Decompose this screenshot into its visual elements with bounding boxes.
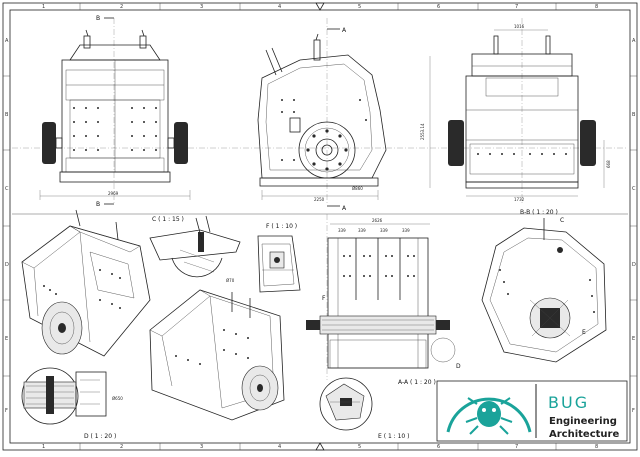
side-width-dim: 2250 [314, 197, 325, 202]
aa-width-dim: 2626 [372, 218, 383, 223]
inner-frame [9, 9, 631, 444]
side-dia-dim: Ø860 [352, 186, 363, 191]
aa-part-dim: 339 [402, 228, 410, 233]
grid-row-label: D [632, 262, 636, 268]
detail-d: Ø650 D ( 1 : 20 ) [21, 367, 123, 440]
front-view: B B 2969 [39, 15, 191, 208]
left-flywheel [42, 122, 56, 164]
grid-col-label: 5 [358, 4, 361, 10]
center-mark-top [315, 2, 325, 11]
grid-row-label: C [632, 186, 636, 192]
logo-line1: Engineering [549, 416, 617, 427]
section-bb: B-B ( 1 : 20 ) C E [481, 209, 607, 363]
grid-col-label: 1 [42, 444, 45, 450]
section-mark-b-bottom: B [96, 201, 100, 208]
section-bb-label: B-B ( 1 : 20 ) [520, 209, 558, 216]
aa-part-dim: 339 [380, 228, 388, 233]
section-mark-a-top: A [342, 27, 347, 34]
grid-row-label: E [5, 336, 8, 342]
rear-small-dim: 668 [606, 160, 611, 168]
isometric-view-rear [149, 289, 285, 421]
grid-col-label: 8 [595, 444, 598, 450]
isometric-view-front [21, 209, 151, 357]
right-flywheel [174, 122, 188, 164]
aa-part-dim: 339 [358, 228, 366, 233]
grid-row-label: F [5, 408, 8, 414]
callout-d: D [456, 363, 461, 370]
logo-brand: BUG [548, 393, 589, 412]
logo-line2: Architecture [549, 429, 619, 440]
detail-e-label: E ( 1 : 10 ) [378, 433, 409, 440]
grid-row-label: B [632, 112, 636, 118]
grid-col-label: 7 [515, 444, 518, 450]
grid-row-label: A [632, 38, 636, 44]
rear-height-dim: 2553.14 [420, 123, 425, 140]
callout-e: E [582, 329, 586, 336]
grid-row-label: C [5, 186, 9, 192]
grid-row-label: B [5, 112, 9, 118]
rear-right-flywheel [580, 120, 596, 166]
detail-d-label: D ( 1 : 20 ) [84, 433, 116, 440]
front-width-dim: 2969 [108, 191, 119, 196]
side-view: A A 2250 Ø860 [257, 18, 387, 212]
section-aa-label: A-A ( 1 : 20 ) [398, 379, 436, 386]
grid-col-label: 5 [358, 444, 361, 450]
grid-col-label: 8 [595, 4, 598, 10]
grid-row-label: E [632, 336, 635, 342]
grid-col-label: 2 [120, 4, 123, 10]
grid-row-labels: A B C D E F A B C D E F [5, 38, 636, 414]
grid-column-labels: 1 2 3 4 5 6 7 8 1 2 3 4 5 6 7 8 [42, 4, 598, 450]
rear-top-dim: 1016 [514, 24, 525, 29]
section-mark-a-bottom: A [342, 205, 347, 212]
grid-col-label: 4 [278, 444, 281, 450]
grid-col-label: 6 [437, 444, 440, 450]
grid-col-label: 7 [515, 4, 518, 10]
rear-left-flywheel [448, 120, 464, 166]
grid-row-label: F [632, 408, 635, 414]
section-aa: 2626 339 339 339 339 F D A-A ( 1 : 20 ) [306, 214, 461, 386]
section-mark-b-top: B [96, 15, 100, 22]
detail-c: C ( 1 : 15 ) Ø70 [149, 215, 241, 283]
grid-col-label: 6 [437, 4, 440, 10]
grid-col-label: 1 [42, 4, 45, 10]
aa-part-dim: 339 [338, 228, 346, 233]
callout-f: F [322, 295, 326, 302]
bug-logo-icon [446, 397, 532, 435]
grid-col-label: 2 [120, 444, 123, 450]
center-mark-bottom [315, 442, 325, 451]
detail-e: E ( 1 : 10 ) [319, 377, 409, 440]
rear-view: 1016 2553.14 1732 668 [420, 18, 611, 205]
grid-col-label: 4 [278, 4, 281, 10]
grid-col-label: 3 [200, 4, 203, 10]
title-block-logo: BUG Engineering Architecture [436, 380, 628, 442]
grid-col-label: 3 [200, 444, 203, 450]
detail-f: F ( 1 : 10 ) [257, 223, 301, 293]
callout-c: C [560, 217, 564, 224]
grid-ticks [3, 3, 637, 450]
grid-row-label: D [5, 262, 9, 268]
detail-c-label: C ( 1 : 15 ) [152, 216, 184, 223]
detail-d-dim: Ø650 [112, 396, 123, 401]
rear-width-dim: 1732 [514, 197, 525, 202]
detail-f-label: F ( 1 : 10 ) [266, 223, 297, 230]
grid-row-label: A [5, 38, 9, 44]
detail-c-dim: Ø70 [226, 278, 235, 283]
